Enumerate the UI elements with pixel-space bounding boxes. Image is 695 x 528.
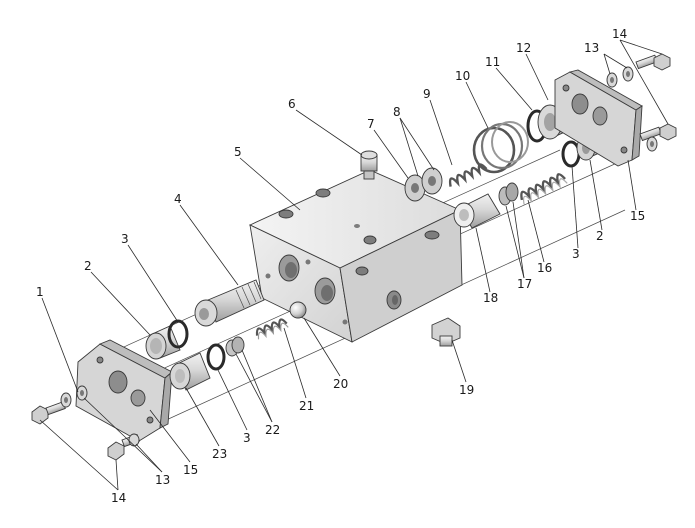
left-bolt-upper (31, 401, 66, 425)
callout-1: 1 (36, 285, 44, 299)
callout-9: 9 (423, 87, 431, 101)
right-flange-plate (554, 69, 643, 167)
callout-14-left: 14 (111, 491, 126, 505)
callout-5: 5 (234, 145, 242, 159)
piston-23 (169, 352, 211, 391)
callout-10: 10 (455, 69, 470, 83)
callout-labels: 1 2 3 4 5 6 7 8 9 10 11 12 13 14 2 15 3 … (36, 27, 645, 505)
callout-11: 11 (485, 55, 500, 69)
callout-21: 21 (299, 399, 314, 413)
leader-lines (39, 39, 669, 491)
callout-20: 20 (333, 377, 348, 391)
left-cap-2 (145, 325, 181, 360)
spool-4 (194, 279, 265, 327)
callout-17: 17 (517, 277, 532, 291)
callout-6: 6 (288, 97, 296, 111)
callout-15-left: 15 (183, 463, 198, 477)
callout-16: 16 (537, 261, 552, 275)
spring-21 (255, 318, 289, 340)
spring-16 (520, 173, 568, 205)
bushing-22 (225, 336, 245, 357)
callout-12: 12 (516, 41, 531, 55)
callout-15-right: 15 (630, 209, 645, 223)
valve-body-block (248, 169, 463, 343)
left-seal-3 (167, 319, 189, 349)
callout-13-right: 13 (584, 41, 599, 55)
spring-9 (448, 163, 488, 188)
callout-7: 7 (367, 117, 375, 131)
callout-3-right: 3 (572, 247, 580, 261)
left-washer-upper (60, 385, 88, 408)
sleeve-18 (453, 193, 501, 229)
ball-20 (289, 301, 307, 319)
right-bolts (635, 53, 677, 142)
callout-3-left: 3 (121, 232, 129, 246)
callout-14-right: 14 (612, 27, 627, 41)
callout-2-left: 2 (84, 259, 92, 273)
right-washers (606, 66, 658, 152)
callout-8: 8 (393, 105, 401, 119)
callout-4: 4 (174, 192, 182, 206)
callout-19: 19 (459, 383, 474, 397)
discs-8 (404, 167, 443, 202)
callout-18: 18 (483, 291, 498, 305)
callout-13-left: 13 (155, 473, 170, 487)
callout-22: 22 (265, 423, 280, 437)
plug-19 (431, 317, 461, 347)
seal-3-lower (206, 343, 226, 371)
plug-6 (360, 150, 378, 180)
callout-23: 23 (212, 447, 227, 461)
left-flange-plate (75, 339, 173, 442)
callout-3-lower: 3 (243, 431, 251, 445)
rings-17 (498, 182, 519, 206)
callout-2-right: 2 (596, 229, 604, 243)
spring-10 (472, 121, 529, 174)
left-bolt-lower (107, 433, 141, 461)
seal-3-right (561, 140, 581, 168)
